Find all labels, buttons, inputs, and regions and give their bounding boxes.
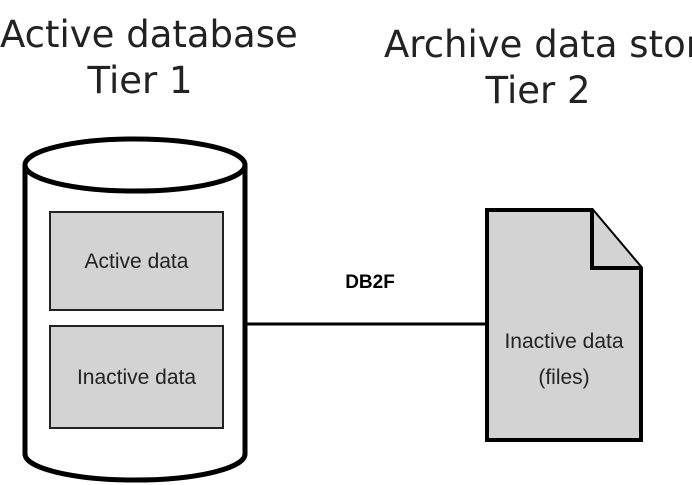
inactive-data-label: Inactive data bbox=[77, 366, 196, 389]
cylinder-top bbox=[22, 136, 248, 194]
archive-document-icon bbox=[485, 208, 643, 442]
tier2-subtitle: Tier 2 bbox=[485, 69, 591, 112]
tier1-heading: Active database Tier 1 bbox=[0, 12, 298, 104]
tier2-title: Archive data store bbox=[384, 23, 692, 66]
document-label-line-2: (files) bbox=[538, 366, 589, 389]
connector-label: DB2F bbox=[345, 272, 395, 293]
tier2-heading: Archive data store Tier 2 bbox=[384, 22, 692, 114]
tier1-subtitle: Tier 1 bbox=[87, 59, 193, 102]
tier1-title: Active database bbox=[0, 13, 298, 56]
document-fold bbox=[590, 210, 641, 270]
inactive-data-box bbox=[49, 325, 224, 429]
active-data-box bbox=[49, 211, 224, 311]
active-data-label: Active data bbox=[85, 250, 189, 273]
document-label-line-1: Inactive data bbox=[504, 330, 623, 353]
